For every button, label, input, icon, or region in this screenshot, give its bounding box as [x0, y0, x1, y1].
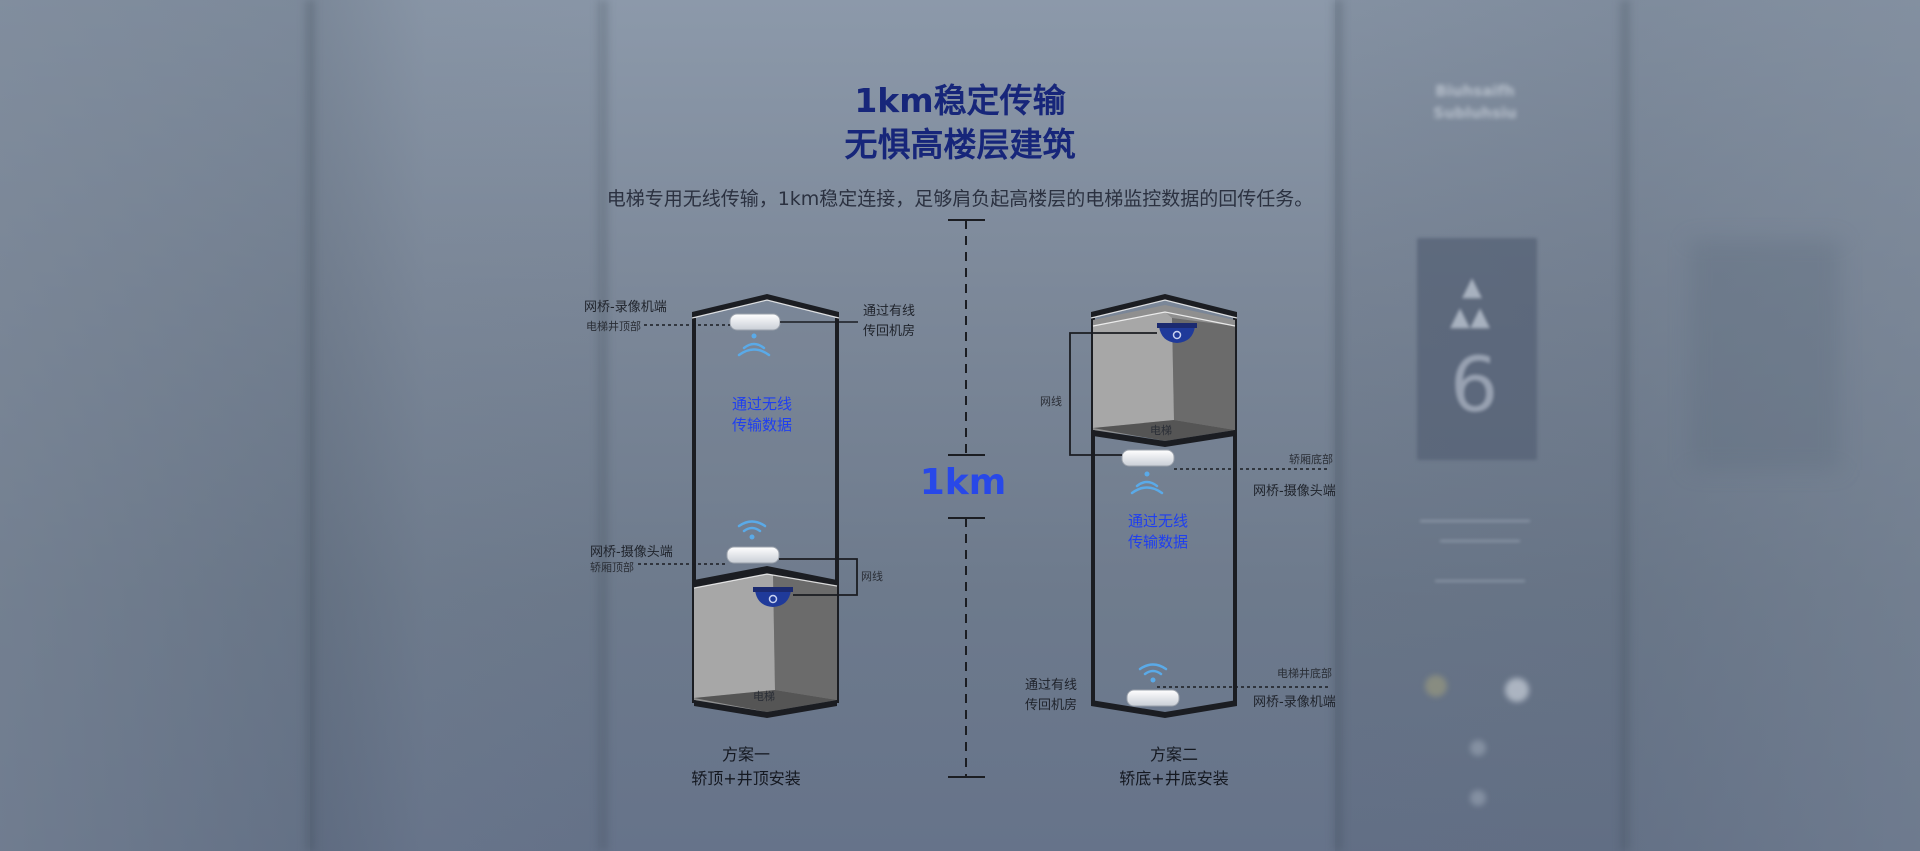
scheme-one-connectors — [638, 321, 858, 596]
background-floor-display — [1417, 238, 1537, 460]
background-pillar-edge — [598, 0, 608, 851]
background-pillar-edge — [1333, 0, 1343, 851]
scheme-two-cable-label: 网线 — [1040, 395, 1062, 408]
scheme-one-elevator-label: 电梯 — [753, 690, 775, 703]
background-pillar-edge — [305, 0, 315, 851]
page-title-line1: 1km稳定传输 — [854, 81, 1066, 120]
arrow-up-icon: ▲ — [1462, 272, 1482, 302]
background-blurred-line — [1420, 520, 1530, 522]
background-far-panel — [1690, 240, 1840, 470]
arrow-up-icon: ▲▲ — [1450, 302, 1490, 332]
background-floor-number: 6 — [1450, 340, 1499, 429]
background-button-dot — [1505, 678, 1529, 702]
scheme-one-bridge-camera-label: 网桥-摄像头端 — [590, 545, 673, 560]
wifi-icon — [1130, 471, 1164, 495]
scheme-two-bridge-camera-label: 网桥-摄像头端 — [1253, 484, 1336, 499]
background-button-dot — [1470, 740, 1486, 756]
wifi-icon — [737, 520, 767, 540]
scheme-two-elevator-car — [1092, 305, 1236, 447]
background-button-dot — [1470, 790, 1486, 806]
scheme-one-shaft-top-label: 电梯井顶部 — [586, 320, 641, 333]
wifi-icon — [1138, 663, 1168, 683]
background-button-dot — [1425, 675, 1447, 697]
scheme-two-wired-return-label: 通过有线 传回机房 — [1025, 678, 1078, 713]
scheme-one-elevator-car — [693, 566, 838, 718]
background-left-wall — [0, 0, 310, 851]
scheme-two-connectors — [1069, 332, 1330, 688]
scheme-one-bridge-nvr-label: 网桥-录像机端 — [584, 300, 667, 315]
background-right-wall — [1625, 0, 1920, 851]
dome-camera-icon — [753, 587, 793, 607]
bridge-device-icon — [726, 546, 780, 564]
distance-label: 1km — [919, 462, 1007, 503]
scheme-two-bridge-nvr-label: 网桥-录像机端 — [1253, 695, 1336, 710]
page-title-line2: 无惧高楼层建筑 — [844, 125, 1076, 164]
distance-marker — [948, 219, 985, 778]
scheme-one-wired-return-label: 通过有线 传回机房 — [863, 304, 916, 339]
background-left-pillar — [310, 0, 600, 851]
scheme-two-shaft-bottom-label: 电梯井底部 — [1277, 667, 1332, 680]
scheme-two-elevator-label: 电梯 — [1150, 424, 1172, 437]
scheme-one-wireless-label: 通过无线 传输数据 — [731, 395, 792, 434]
scheme-two-caption: 方案二 轿底+井底安装 — [1119, 745, 1229, 788]
bridge-device-icon — [729, 313, 781, 331]
scheme-one-cable-label: 网线 — [861, 570, 883, 583]
dome-camera-icon — [1157, 323, 1197, 343]
scheme-one-caption: 方案一 轿顶+井顶安装 — [691, 745, 801, 788]
background-blurred-line — [1440, 540, 1520, 542]
wifi-icon — [737, 333, 771, 357]
background-blurred-line — [1435, 580, 1525, 582]
scheme-two-car-bottom-label: 轿厢底部 — [1289, 453, 1333, 466]
bridge-device-icon — [1126, 689, 1180, 707]
background-blurred-text: Biuhsaifh Subluhsiu — [1433, 82, 1517, 122]
background-pillar-edge — [1620, 0, 1630, 851]
bridge-device-icon — [1121, 449, 1175, 467]
page-description: 电梯专用无线传输，1km稳定连接，足够肩负起高楼层的电梯监控数据的回传任务。 — [606, 188, 1314, 210]
scheme-two-wireless-label: 通过无线 传输数据 — [1127, 512, 1188, 551]
scheme-one-car-top-label: 轿厢顶部 — [590, 561, 634, 574]
